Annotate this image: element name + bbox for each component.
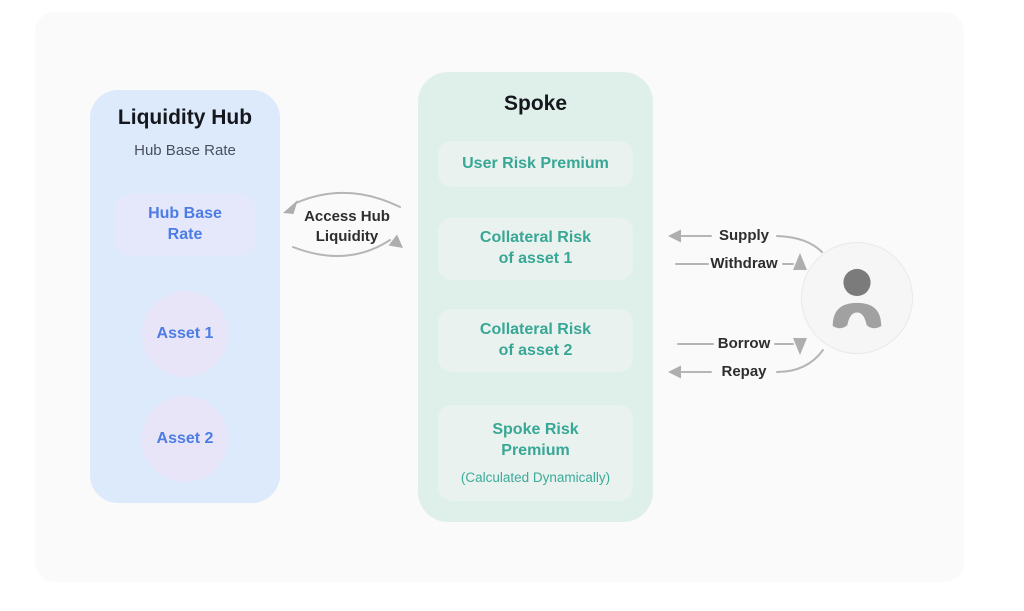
access-arrow-to-spoke	[292, 234, 403, 257]
withdraw-arrow	[675, 253, 807, 270]
spoke-risk-premium-line2: Premium	[501, 441, 570, 459]
repay-arrow	[668, 349, 824, 379]
asset-2-label: Asset 2	[156, 430, 214, 447]
user-action-arrows-icon	[668, 229, 824, 379]
collateral-risk-1-line2: of asset 1	[498, 250, 573, 267]
borrow-arrow	[677, 338, 807, 355]
spoke-risk-premium-line1: Spoke Risk	[492, 420, 579, 438]
access-arrow-to-hub	[283, 191, 401, 214]
user-risk-premium-label: User Risk Premium	[462, 154, 609, 172]
withdraw-label: Withdraw	[710, 255, 778, 272]
collateral-risk-1-line1: Collateral Risk	[479, 229, 592, 247]
collateral-risk-2-line2: of asset 2	[498, 341, 573, 359]
asset-1-circle: Asset 1	[142, 291, 228, 377]
spoke-risk-premium-box: Spoke Risk Premium (Calculated Dynamical…	[438, 405, 633, 501]
repay-label: Repay	[721, 363, 767, 380]
access-label-line2: Liquidity	[315, 227, 379, 245]
hub-base-rate-subtitle: Hub Base Rate	[134, 142, 236, 159]
hub-base-rate-box: Hub Base Rate	[115, 194, 255, 256]
collateral-risk-asset-1-box: Collateral Risk of asset 1	[438, 218, 633, 280]
supply-arrow	[668, 229, 823, 253]
access-label-line1: Access Hub	[304, 208, 390, 225]
asset-1-label: Asset 1	[156, 325, 214, 342]
hub-base-rate-box-line2: Rate	[167, 226, 203, 243]
spoke-panel: Spoke User Risk Premium Collateral Risk …	[418, 72, 653, 522]
liquidity-hub-panel: Liquidity Hub Hub Base Rate Hub Base Rat…	[90, 90, 280, 503]
user-avatar	[801, 242, 913, 354]
spoke-risk-premium-note: (Calculated Dynamically)	[460, 469, 611, 485]
spoke-title: Spoke	[503, 92, 568, 115]
borrow-label: Borrow	[717, 335, 771, 352]
supply-label: Supply	[718, 227, 769, 244]
collateral-risk-2-line1: Collateral Risk	[479, 320, 592, 338]
collateral-risk-asset-2-box: Collateral Risk of asset 2	[438, 309, 633, 372]
liquidity-hub-title: Liquidity Hub	[117, 106, 253, 129]
access-hub-liquidity-label: Access Hub Liquidity	[283, 207, 411, 246]
asset-2-circle: Asset 2	[142, 396, 228, 482]
user-risk-premium-box: User Risk Premium	[438, 141, 633, 187]
hub-base-rate-box-line1: Hub Base	[148, 205, 222, 223]
access-hub-liquidity-arrows-icon	[283, 191, 403, 257]
person-icon	[832, 268, 882, 329]
